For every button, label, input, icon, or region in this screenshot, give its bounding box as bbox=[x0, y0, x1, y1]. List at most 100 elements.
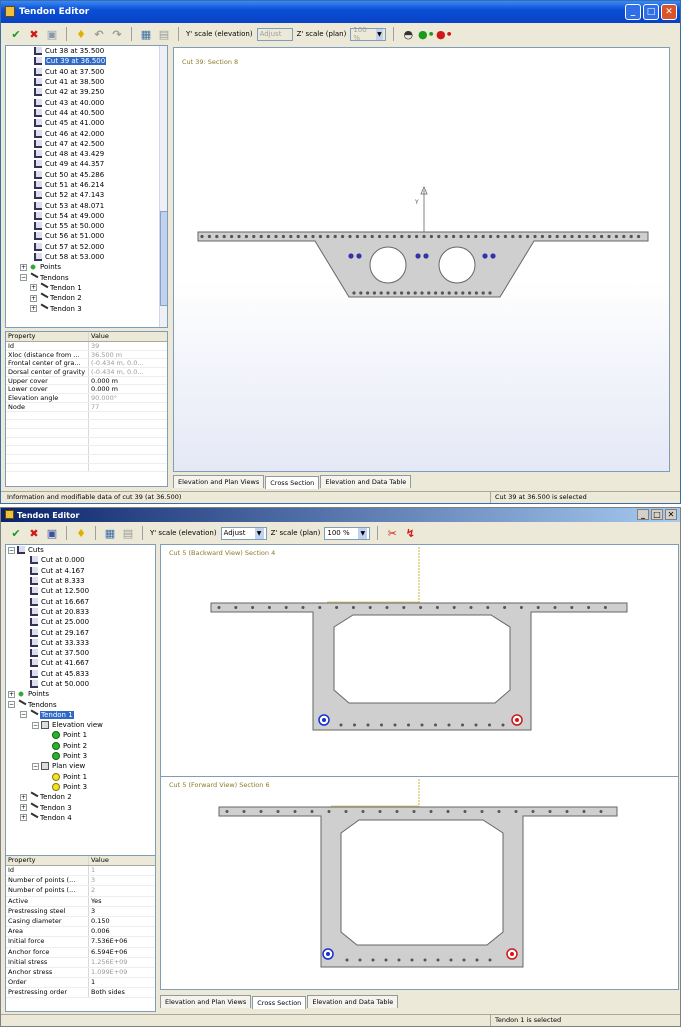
tree-item-tendon[interactable]: +Tendon 1 bbox=[20, 282, 167, 294]
close-window-button[interactable]: ✕ bbox=[661, 4, 677, 20]
tab-elevation-and-plan-views[interactable]: Elevation and Plan Views bbox=[173, 475, 265, 488]
tree-item-points[interactable]: +Points bbox=[20, 262, 167, 272]
tree-item-cut[interactable]: Cut at 33.333 bbox=[6, 638, 155, 648]
tree-item-cut[interactable]: Cut 55 at 50.000 bbox=[20, 221, 167, 231]
tree-item-tendon[interactable]: +Tendon 2 bbox=[20, 292, 167, 304]
save-icon[interactable]: ▣ bbox=[46, 526, 58, 540]
tendon-view-icon[interactable]: ◓ bbox=[403, 27, 414, 41]
z-scale-select[interactable]: 100 %▼ bbox=[324, 526, 371, 540]
expand-toggle-icon[interactable]: + bbox=[30, 305, 37, 313]
tree-item-cut[interactable]: Cut 49 at 44.357 bbox=[20, 159, 167, 169]
delete-point-icon[interactable]: ●• bbox=[436, 27, 453, 41]
expand-toggle-icon[interactable]: + bbox=[30, 294, 37, 302]
tree-item-cut[interactable]: Cut at 29.167 bbox=[6, 627, 155, 637]
tree-item-tendons[interactable]: −Tendons bbox=[6, 699, 155, 711]
undo-icon[interactable]: ↶ bbox=[94, 27, 104, 41]
tree-item-cut[interactable]: Cut 41 at 38.500 bbox=[20, 77, 167, 87]
help-bulb-icon[interactable]: ♦ bbox=[76, 526, 86, 540]
tree-scrollbar[interactable] bbox=[159, 46, 167, 327]
tree-item-cut[interactable]: Cut 42 at 39.250 bbox=[20, 87, 167, 97]
z-scale-select[interactable]: 100 %▼ bbox=[350, 26, 387, 42]
tree-item-plan-view[interactable]: −Plan view bbox=[6, 761, 155, 771]
tree-item-tendon[interactable]: +Tendon 4 bbox=[6, 812, 155, 824]
expand-toggle-icon[interactable]: + bbox=[20, 263, 27, 271]
expand-toggle-icon[interactable]: + bbox=[8, 690, 15, 698]
expand-toggle-icon[interactable]: − bbox=[8, 701, 15, 709]
tree-item-cut[interactable]: Cut 45 at 41.000 bbox=[20, 118, 167, 128]
tree-item-cut[interactable]: Cut 38 at 35.500 bbox=[20, 46, 167, 56]
tree-item-cut[interactable]: Cut 44 at 40.500 bbox=[20, 108, 167, 118]
tree-item-tendon[interactable]: +Tendon 3 bbox=[6, 802, 155, 814]
tab-elevation-and-data-table[interactable]: Elevation and Data Table bbox=[320, 475, 412, 488]
tree-item-cut[interactable]: Cut 51 at 46.214 bbox=[20, 180, 167, 190]
scrollbar-thumb[interactable] bbox=[160, 211, 167, 306]
cross-section-view[interactable]: Cut 39: Section 8 Y bbox=[173, 47, 670, 472]
property-row[interactable]: Number of points (...3 bbox=[6, 876, 155, 887]
calculator-icon[interactable]: ▦ bbox=[140, 27, 152, 41]
tree-item-cut[interactable]: Cut 54 at 49.000 bbox=[20, 211, 167, 221]
expand-toggle-icon[interactable]: + bbox=[20, 804, 27, 812]
tree-item-cut[interactable]: Cut 56 at 51.000 bbox=[20, 231, 167, 241]
tree-item-elevation-view[interactable]: −Elevation view bbox=[6, 720, 155, 730]
tree-item-cut[interactable]: Cut 53 at 48.071 bbox=[20, 200, 167, 210]
tree-item-cut[interactable]: Cut 57 at 52.000 bbox=[20, 242, 167, 252]
tree-item-points[interactable]: +Points bbox=[6, 689, 155, 699]
help-bulb-icon[interactable]: ♦ bbox=[76, 27, 86, 41]
redo-icon[interactable]: ↷ bbox=[112, 27, 122, 41]
expand-toggle-icon[interactable]: − bbox=[8, 546, 15, 554]
tree-item-point[interactable]: Point 1 bbox=[6, 772, 155, 782]
table-icon[interactable]: ▤ bbox=[158, 27, 170, 41]
expand-toggle-icon[interactable]: + bbox=[30, 284, 37, 292]
tree-item-cut[interactable]: Cut 40 at 37.500 bbox=[20, 67, 167, 77]
tab-cross-section[interactable]: Cross Section bbox=[265, 476, 320, 489]
tree-item-cut[interactable]: Cut 52 at 47.143 bbox=[20, 190, 167, 200]
tree-item-cut[interactable]: Cut at 41.667 bbox=[6, 658, 155, 668]
maximize-button[interactable]: □ bbox=[651, 509, 663, 520]
close-window-button[interactable]: ✕ bbox=[665, 509, 677, 520]
tree-item-point[interactable]: Point 3 bbox=[6, 751, 155, 761]
title-bar[interactable]: Tendon Editor _ □ ✕ bbox=[1, 508, 680, 522]
tree-item-cut[interactable]: Cut 48 at 43.429 bbox=[20, 149, 167, 159]
add-point-icon[interactable]: ●• bbox=[418, 27, 435, 41]
tree-item-cut[interactable]: Cut at 0.000 bbox=[6, 555, 155, 565]
calculator-icon[interactable]: ▦ bbox=[104, 526, 116, 540]
backward-view-pane[interactable]: Cut 5 (Backward View) Section 4 bbox=[160, 544, 679, 784]
tab-elevation-and-plan-views[interactable]: Elevation and Plan Views bbox=[160, 995, 252, 1008]
property-row[interactable]: Frontal center of gra...(-0.434 m, 0.0..… bbox=[6, 359, 167, 369]
y-scale-select[interactable]: Adjust▼ bbox=[220, 526, 267, 540]
property-row[interactable]: Number of points (...2 bbox=[6, 886, 155, 897]
tree-item-cut[interactable]: Cut at 45.833 bbox=[6, 669, 155, 679]
tree-item-point[interactable]: Point 3 bbox=[6, 782, 155, 792]
maximize-button[interactable]: □ bbox=[643, 4, 659, 20]
save-icon[interactable]: ▣ bbox=[46, 27, 58, 41]
tree-item-cut[interactable]: Cut 46 at 42.000 bbox=[20, 128, 167, 138]
expand-toggle-icon[interactable]: + bbox=[20, 814, 27, 822]
property-row[interactable]: Dorsal center of gravity(-0.434 m, 0.0..… bbox=[6, 368, 167, 377]
accept-icon[interactable]: ✔ bbox=[11, 526, 21, 540]
tree-item-cut[interactable]: Cut 39 at 36.500 bbox=[20, 56, 167, 66]
cancel-icon[interactable]: ✖ bbox=[29, 27, 39, 41]
tree-item-cut[interactable]: Cut 58 at 53.000 bbox=[20, 252, 167, 262]
table-icon[interactable]: ▤ bbox=[122, 526, 134, 540]
tree-item-cut[interactable]: Cut at 12.500 bbox=[6, 586, 155, 596]
tree-item-tendon[interactable]: +Tendon 3 bbox=[20, 303, 167, 315]
tree-item-cut[interactable]: Cut 50 at 45.286 bbox=[20, 170, 167, 180]
tree-item-cut[interactable]: Cut at 50.000 bbox=[6, 679, 155, 689]
title-bar[interactable]: Tendon Editor _ □ ✕ bbox=[1, 1, 680, 23]
tab-cross-section[interactable]: Cross Section bbox=[252, 996, 307, 1009]
expand-toggle-icon[interactable]: + bbox=[20, 793, 27, 801]
